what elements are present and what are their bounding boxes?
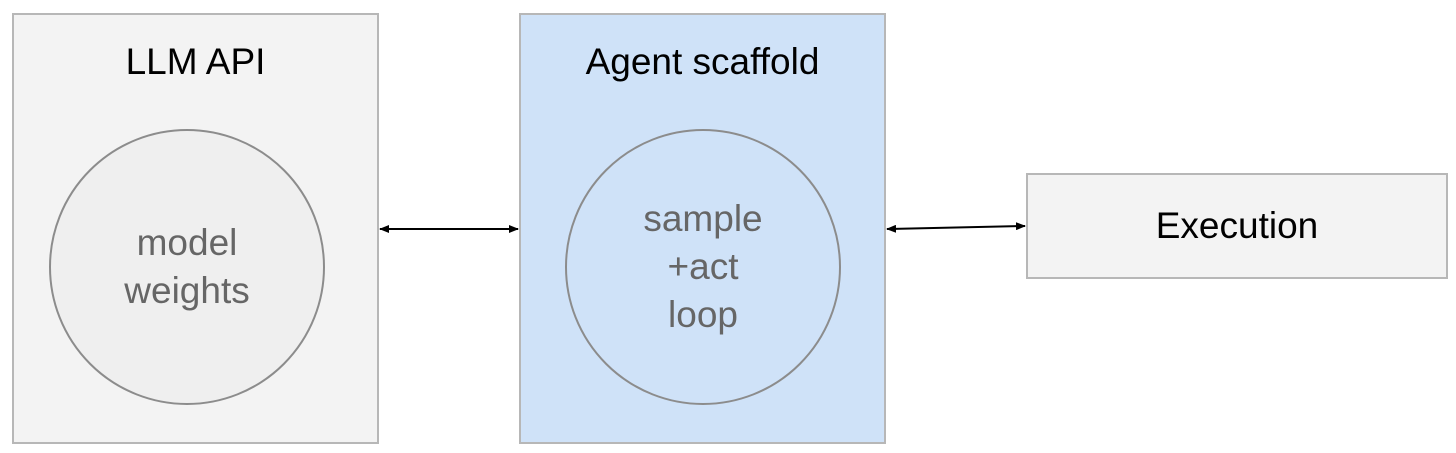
- execution-label: Execution: [1155, 205, 1319, 246]
- sample-act-loop-line: loop: [668, 294, 738, 335]
- llm-api-box: LLM API model weights: [12, 13, 379, 444]
- agent-execution-bidirectional-arrow: [886, 222, 1026, 233]
- agent-scaffold-title: Agent scaffold: [585, 41, 820, 82]
- sample-act-loop-line: sample: [643, 198, 763, 239]
- model-weights-circle: model weights: [49, 129, 325, 405]
- model-weights-line: weights: [124, 270, 250, 311]
- model-weights-line: model: [136, 222, 238, 263]
- execution-box: Execution: [1026, 173, 1448, 279]
- llm-api-title: LLM API: [125, 41, 266, 82]
- sample-act-loop-line: +act: [667, 246, 739, 287]
- agent-scaffold-box: Agent scaffold sample +act loop: [519, 13, 886, 444]
- sample-act-loop-circle: sample +act loop: [565, 129, 841, 405]
